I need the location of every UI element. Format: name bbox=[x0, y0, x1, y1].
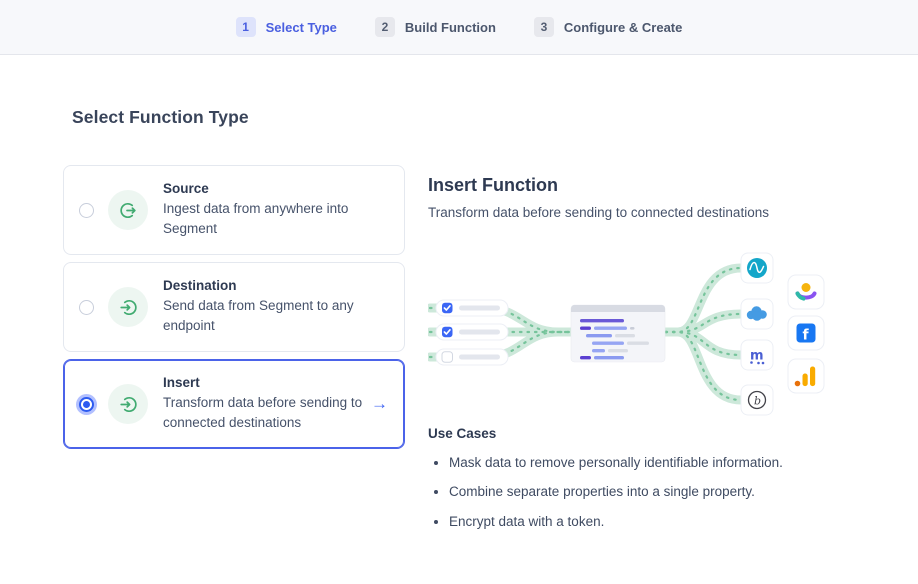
option-description: Send data from Segment to any endpoint bbox=[163, 297, 354, 333]
step-select-type[interactable]: 1 Select Type bbox=[235, 17, 337, 37]
source-radio[interactable] bbox=[79, 202, 94, 218]
arrow-into-circle-icon bbox=[108, 287, 148, 327]
option-title: Source bbox=[163, 180, 209, 196]
facebook-logo-icon: f bbox=[787, 315, 825, 351]
step-configure-create[interactable]: 3 Configure & Create bbox=[533, 17, 683, 37]
option-source[interactable]: Source Ingest data from anywhere into Se… bbox=[63, 165, 405, 255]
mixpanel-logo-icon: m bbox=[740, 339, 774, 371]
event-list bbox=[435, 299, 509, 366]
use-case-item: Mask data to remove personally identifia… bbox=[449, 453, 838, 473]
option-description: Ingest data from anywhere into Segment bbox=[163, 200, 349, 236]
insert-radio[interactable] bbox=[79, 396, 94, 412]
destination-logos: m b bbox=[740, 252, 774, 416]
step-build-function[interactable]: 2 Build Function bbox=[374, 17, 496, 37]
amplitude-logo-icon bbox=[740, 252, 774, 284]
use-cases-list: Mask data to remove personally identifia… bbox=[428, 453, 838, 532]
option-title: Destination bbox=[163, 277, 237, 293]
braze-logo-icon: b bbox=[740, 384, 774, 416]
step-label: Configure & Create bbox=[563, 19, 683, 35]
option-destination[interactable]: Destination Send data from Segment to an… bbox=[63, 262, 405, 352]
arrow-out-of-circle-icon bbox=[108, 190, 148, 230]
select-function-type-page: Select Function Type Source Ingest data … bbox=[0, 55, 918, 541]
function-type-options: Source Ingest data from anywhere into Se… bbox=[63, 165, 405, 449]
use-case-item: Encrypt data with a token. bbox=[449, 512, 838, 532]
google-analytics-logo-icon bbox=[787, 358, 825, 394]
svg-text:m: m bbox=[750, 349, 764, 364]
step-number-badge: 3 bbox=[533, 17, 554, 37]
detail-title: Insert Function bbox=[428, 175, 558, 195]
arrow-into-circle-icon bbox=[108, 384, 148, 424]
stepper: 1 Select Type 2 Build Function 3 Configu… bbox=[235, 17, 683, 37]
page-title: Select Function Type bbox=[72, 107, 249, 127]
option-description: Transform data before sending to connect… bbox=[163, 394, 363, 430]
step-label: Select Type bbox=[265, 19, 337, 35]
option-title: Insert bbox=[163, 374, 200, 390]
destination-radio[interactable] bbox=[79, 299, 94, 315]
use-cases-title: Use Cases bbox=[428, 426, 497, 441]
use-case-item: Combine separate properties into a singl… bbox=[449, 482, 838, 502]
svg-text:b: b bbox=[754, 395, 761, 408]
step-label: Build Function bbox=[404, 19, 496, 35]
event-row bbox=[435, 299, 509, 317]
checkbox-unchecked-icon bbox=[441, 351, 453, 363]
stepper-bar: 1 Select Type 2 Build Function 3 Configu… bbox=[0, 0, 918, 55]
step-number-badge: 2 bbox=[374, 17, 395, 37]
event-row bbox=[435, 348, 509, 366]
salesforce-logo-icon bbox=[740, 298, 774, 330]
destination-logos-secondary: f bbox=[787, 274, 825, 394]
code-block bbox=[570, 304, 666, 363]
step-number-badge: 1 bbox=[235, 17, 256, 37]
detail-subtitle: Transform data before sending to connect… bbox=[428, 205, 769, 220]
event-row bbox=[435, 323, 509, 341]
svg-text:f: f bbox=[803, 328, 810, 344]
arrow-right-icon: → bbox=[371, 394, 388, 413]
insert-function-illustration: m b bbox=[428, 252, 825, 416]
heap-logo-icon bbox=[787, 274, 825, 310]
option-insert[interactable]: Insert Transform data before sending to … bbox=[63, 359, 405, 449]
insert-function-detail-panel: Insert Function Transform data before se… bbox=[428, 165, 838, 541]
